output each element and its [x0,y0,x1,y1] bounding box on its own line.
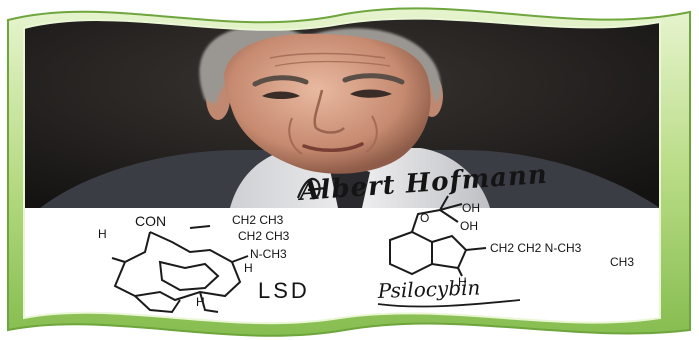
psilocybin-structure [389,195,487,277]
psilocybin-group-label: CH3 [610,255,634,269]
psilocybin-group-label: CH2 CH2 N-CH3 [490,241,582,255]
lsd-group-label: H [244,261,253,275]
lsd-group-label: CH2 CH3 [238,229,290,243]
lsd-group-label: N-CH3 [250,247,287,261]
lsd-group-label: H [196,295,205,309]
psilocybin-name: Psilocybin [376,275,480,303]
frame-inner-edge [23,17,661,325]
psilocybin-group-label: H [458,275,467,289]
psilocybin-group-label: O [420,211,429,225]
psilocybin-underline [377,299,521,308]
psilocybin-group-label: OH [462,201,480,215]
lsd-structure [111,225,249,314]
psilocybin-group-label: OH [460,219,478,233]
lsd-group-label: CON [135,213,166,229]
lsd-group-label: CH2 CH3 [232,213,284,227]
lsd-name: LSD [258,278,310,303]
lsd-group-label: H [98,227,107,241]
portrait-photo [24,18,660,208]
